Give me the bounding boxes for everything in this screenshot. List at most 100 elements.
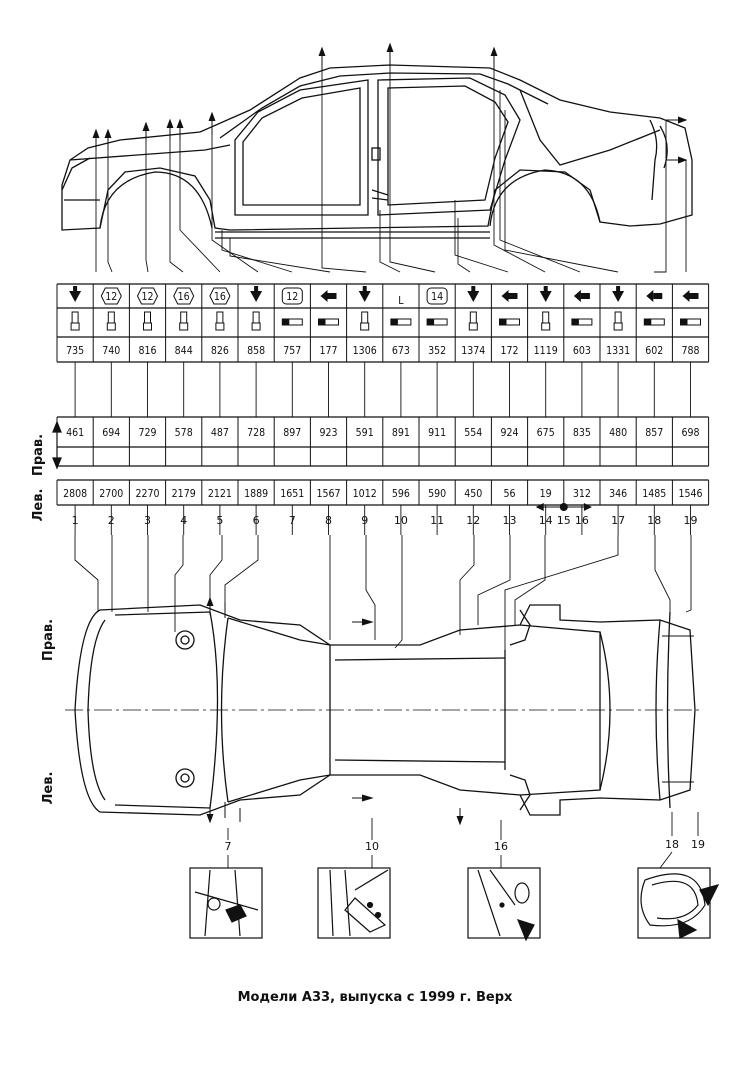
height-value: 172 (500, 345, 518, 357)
side-view-measure-arrows (92, 42, 688, 164)
point-number-15: 15 (557, 514, 571, 527)
mount-base-icon (215, 322, 225, 331)
top-view-leader-lines (74, 535, 692, 650)
right-side-value: 480 (609, 427, 627, 439)
left-side-label-topview: Лев. (41, 772, 56, 805)
arrow-stem-icon (689, 293, 699, 299)
left-side-value: 2179 (172, 488, 196, 500)
height-value: 1119 (534, 345, 558, 357)
top-view-measure-marks (206, 596, 694, 826)
arrow-down-icon (612, 291, 625, 302)
rounded-bolt-icon (426, 287, 448, 305)
left-side-value: 1651 (280, 488, 304, 500)
arrow-stem-icon (471, 286, 476, 292)
height-value: 1374 (461, 345, 485, 357)
bolt-size-label: 14 (431, 291, 443, 303)
point-number: 5 (216, 514, 223, 527)
left-side-value: 312 (573, 488, 591, 500)
arrow-down-icon (467, 291, 480, 302)
right-side-value: 857 (645, 427, 663, 439)
detail-box-10 (317, 867, 391, 939)
point-number: 7 (289, 514, 296, 527)
point-number: 14 (539, 514, 553, 527)
detail-label-18: 18 (665, 838, 679, 851)
detail-label-19: 19 (691, 838, 705, 851)
point-number: 13 (503, 514, 517, 527)
left-side-value: 1485 (642, 488, 666, 500)
mount-base-icon (613, 322, 623, 331)
mount-base-icon (106, 322, 116, 331)
arrow-down-icon (539, 291, 552, 302)
l-bracket-icon: L (398, 295, 404, 307)
point-number: 17 (611, 514, 625, 527)
detail-leader-lines (227, 812, 699, 869)
vertical-mount-icon (542, 311, 550, 324)
height-value: 826 (211, 345, 229, 357)
side-view-leader-lines (95, 66, 687, 273)
arrow-stem-icon (653, 293, 663, 299)
point-number: 9 (361, 514, 368, 527)
arrow-stem-icon (580, 293, 590, 299)
right-side-value: 911 (428, 427, 446, 439)
vertical-mount-icon (180, 311, 188, 324)
right-side-value: 891 (392, 427, 410, 439)
mount-cap-icon (499, 319, 507, 325)
left-side-value: 1546 (678, 488, 702, 500)
arrow-stem-icon (543, 286, 548, 292)
mount-cap-icon (318, 319, 326, 325)
arrow-down-icon (250, 291, 263, 302)
left-side-value: 2270 (135, 488, 159, 500)
mount-base-icon (70, 322, 80, 331)
right-side-value: 694 (102, 427, 120, 439)
height-value: 352 (428, 345, 446, 357)
vertical-mount-icon (361, 311, 369, 324)
right-side-label: Прав. (31, 434, 46, 476)
detail-box-18-19 (637, 867, 720, 939)
bolt-size-label: 12 (105, 291, 117, 303)
right-side-value: 728 (247, 427, 265, 439)
point-number: 6 (253, 514, 260, 527)
arrow-right-icon (583, 503, 592, 511)
side-view-car (61, 64, 693, 239)
right-side-label-topview: Прав. (41, 619, 56, 661)
left-side-value: 1012 (353, 488, 377, 500)
height-value: 1331 (606, 345, 630, 357)
height-value: 844 (175, 345, 193, 357)
right-side-value: 675 (537, 427, 555, 439)
left-side-value: 19 (540, 488, 552, 500)
height-value: 858 (247, 345, 265, 357)
bolt-size-label: 16 (214, 291, 226, 303)
hex-bolt-icon (173, 287, 195, 305)
left-side-value: 1567 (316, 488, 340, 500)
arrow-stem-icon (362, 286, 367, 292)
hex-bolt-icon (209, 287, 231, 305)
vertical-mount-icon (216, 311, 224, 324)
left-side-value: 590 (428, 488, 446, 500)
detail-label-16: 16 (494, 840, 508, 853)
right-side-value: 835 (573, 427, 591, 439)
arrow-down-icon (69, 291, 82, 302)
height-value: 177 (319, 345, 337, 357)
arrow-left-icon (320, 290, 328, 302)
right-side-value: 554 (464, 427, 482, 439)
mount-base-icon (179, 322, 189, 331)
arrow-left-icon (573, 290, 581, 302)
height-value: 816 (138, 345, 156, 357)
point-number: 16 (575, 514, 589, 527)
mount-base-icon (143, 322, 152, 331)
arrow-stem-icon (73, 286, 78, 292)
mount-cap-icon (680, 319, 688, 325)
hex-bolt-icon (100, 287, 122, 305)
measurement-table: 7354612808112740694270021281672922703168… (56, 283, 710, 535)
left-side-value: 1889 (244, 488, 268, 500)
point-number: 1 (72, 514, 79, 527)
point-number: 19 (684, 514, 698, 527)
right-side-value: 923 (319, 427, 337, 439)
vertical-mount-icon (469, 311, 477, 324)
point-number: 10 (394, 514, 408, 527)
mount-base-icon (468, 322, 478, 331)
right-side-value: 729 (138, 427, 156, 439)
arrow-left-icon (535, 503, 544, 511)
bolt-size-label: 16 (178, 291, 190, 303)
height-value: 673 (392, 345, 410, 357)
